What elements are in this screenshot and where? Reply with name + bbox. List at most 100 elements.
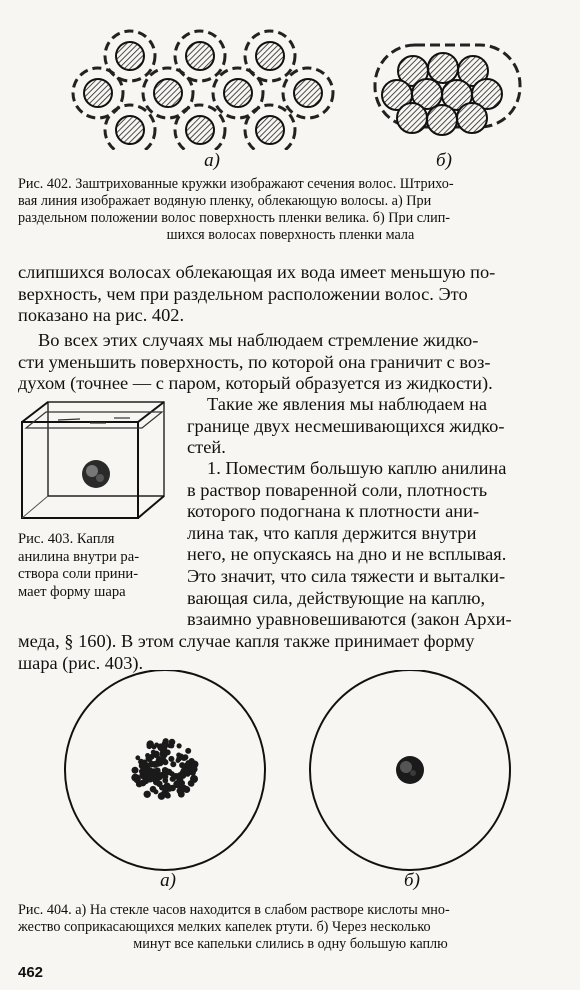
mercury-droplet xyxy=(154,742,160,748)
mercury-droplet xyxy=(162,759,169,766)
caption-line: раздельном положении волос поверхность п… xyxy=(18,210,451,226)
water-film-outline xyxy=(211,66,265,120)
mercury-droplet xyxy=(131,766,139,774)
figure-402b-label: б) xyxy=(436,150,452,171)
figure-404b-label: б) xyxy=(404,870,420,891)
caption-line: Рис. 404. а) На стекле часов находится в… xyxy=(18,902,450,918)
mercury-droplet xyxy=(143,790,151,798)
mercury-droplet xyxy=(161,767,169,774)
mercury-droplet xyxy=(176,743,182,749)
mercury-droplet xyxy=(176,778,182,784)
caption-line: жество соприкасающихся мелких капелек рт… xyxy=(18,919,431,935)
water-film-outline xyxy=(103,29,157,83)
water-film-outline xyxy=(71,66,125,120)
mercury-droplet xyxy=(182,754,189,761)
mercury-droplets-cluster xyxy=(131,738,199,800)
hair-cross-section xyxy=(83,78,113,108)
hair-cross-section xyxy=(115,115,145,145)
text-line: границе двух несмешивающихся жидко- xyxy=(187,415,505,436)
caption-line: Рис. 403. Капля xyxy=(18,531,115,547)
text-line: слипшихся волосах облекающая их вода име… xyxy=(18,262,496,282)
text-line: взаимно уравновешиваются (закон Архи- xyxy=(187,609,512,630)
hair-cross-section xyxy=(426,104,458,136)
mercury-droplet xyxy=(176,772,184,779)
mercury-droplet xyxy=(176,755,182,762)
caption-line: шихся волосах поверхность пленки мала xyxy=(166,227,415,243)
text-line: лина так, что капля держится внутри xyxy=(187,522,477,543)
mercury-droplet xyxy=(170,761,177,768)
figure-402 xyxy=(71,29,522,150)
page-number: 462 xyxy=(18,964,44,981)
mercury-droplet xyxy=(179,784,188,793)
hair-cross-section xyxy=(427,52,459,84)
mercury-droplet xyxy=(135,755,141,761)
mercury-droplet xyxy=(189,769,196,776)
hair-cross-section xyxy=(255,41,285,71)
mercury-droplet xyxy=(134,774,140,780)
mercury-droplet xyxy=(156,780,163,787)
water-film-outline xyxy=(173,103,227,150)
caption-line: мает форму шара xyxy=(18,583,126,600)
text-line: вающая сила, действующие на каплю, xyxy=(187,587,486,608)
mercury-droplet xyxy=(167,742,173,749)
text-line: него, не опускаясь на дно и не всплывая. xyxy=(187,544,507,565)
water-film-outline xyxy=(141,66,195,120)
water-film-outline xyxy=(243,103,297,150)
mercury-droplet xyxy=(161,790,168,797)
water-film-outline xyxy=(103,103,157,150)
mercury-droplet xyxy=(179,762,186,769)
mercury-droplet xyxy=(135,780,143,788)
hair-cross-section xyxy=(293,78,323,108)
mercury-droplet xyxy=(162,738,169,745)
figure-402a-separated-hairs xyxy=(71,29,335,150)
figure-402a-label: а) xyxy=(204,150,220,171)
paragraph-4: 1. Поместим большую каплю анилина в раст… xyxy=(187,458,563,631)
water-film-outline xyxy=(373,43,522,129)
text-line: шара (рис. 403). xyxy=(18,652,144,673)
mercury-droplet xyxy=(165,786,171,791)
figure-402-caption: Рис. 402. Заштрихованные кружки изобража… xyxy=(18,176,563,244)
text-line: показано на рис. 402. xyxy=(18,305,185,326)
hair-cross-section xyxy=(456,102,488,134)
mercury-droplet xyxy=(162,777,169,784)
mercury-droplet xyxy=(146,775,154,783)
paragraph-4-continued: меда, § 160). В этом случае капля также … xyxy=(18,631,563,674)
watch-glass-b xyxy=(309,670,511,871)
mercury-droplet xyxy=(169,776,176,782)
mercury-droplet xyxy=(188,781,195,787)
figure-402b-clumped-hairs xyxy=(373,43,522,136)
hair-cross-section xyxy=(457,55,489,87)
mercury-droplet xyxy=(152,750,160,758)
hair-cross-section xyxy=(115,41,145,71)
figure-403-caption: Рис. 403. Капля анилина внутри ра- створ… xyxy=(18,531,168,601)
water-film-outline xyxy=(173,29,227,83)
caption-line: вая линия изображает водяную пленку, обл… xyxy=(18,193,432,209)
mercury-droplet xyxy=(145,753,151,758)
mercury-droplet xyxy=(190,775,198,783)
hair-cross-section xyxy=(471,78,503,110)
paragraph-2: Во всех этих случаях мы наблюдаем стремл… xyxy=(18,330,563,395)
caption-line: анилина внутри ра- xyxy=(18,548,140,565)
caption-line: Рис. 402. Заштрихованные кружки изобража… xyxy=(18,176,454,192)
mercury-droplet xyxy=(168,755,175,762)
hair-cross-section xyxy=(396,102,428,134)
mercury-droplet xyxy=(159,750,165,756)
figure-403-glass-tank xyxy=(21,401,165,519)
figure-404-caption: Рис. 404. а) На стекле часов находится в… xyxy=(18,902,563,953)
paragraph-1: слипшихся волосах облекающая их вода име… xyxy=(18,262,563,327)
hair-cross-section xyxy=(153,78,183,108)
text-line: верхность, чем при раздельном расположен… xyxy=(18,283,468,304)
text-line: 1. Поместим большую каплю анилина xyxy=(207,458,507,478)
mercury-droplet xyxy=(140,767,148,774)
mercury-droplet xyxy=(160,745,168,752)
paragraph-3: Такие же явления мы наблюдаем на границе… xyxy=(187,394,563,459)
watch-glass-a xyxy=(64,670,266,871)
text-line: в раствор поваренной соли, плотность xyxy=(187,479,488,500)
mercury-droplet xyxy=(185,760,191,766)
mercury-droplet xyxy=(145,769,154,777)
caption-line: створа соли прини- xyxy=(18,566,139,582)
caption-line: минут все капельки слились в одну большу… xyxy=(133,936,448,952)
mercury-droplet xyxy=(177,790,185,798)
text-line: Это значит, что сила тяжести и выталки- xyxy=(187,565,506,586)
text-line: сти уменьшить поверхность, по которой он… xyxy=(18,351,491,372)
